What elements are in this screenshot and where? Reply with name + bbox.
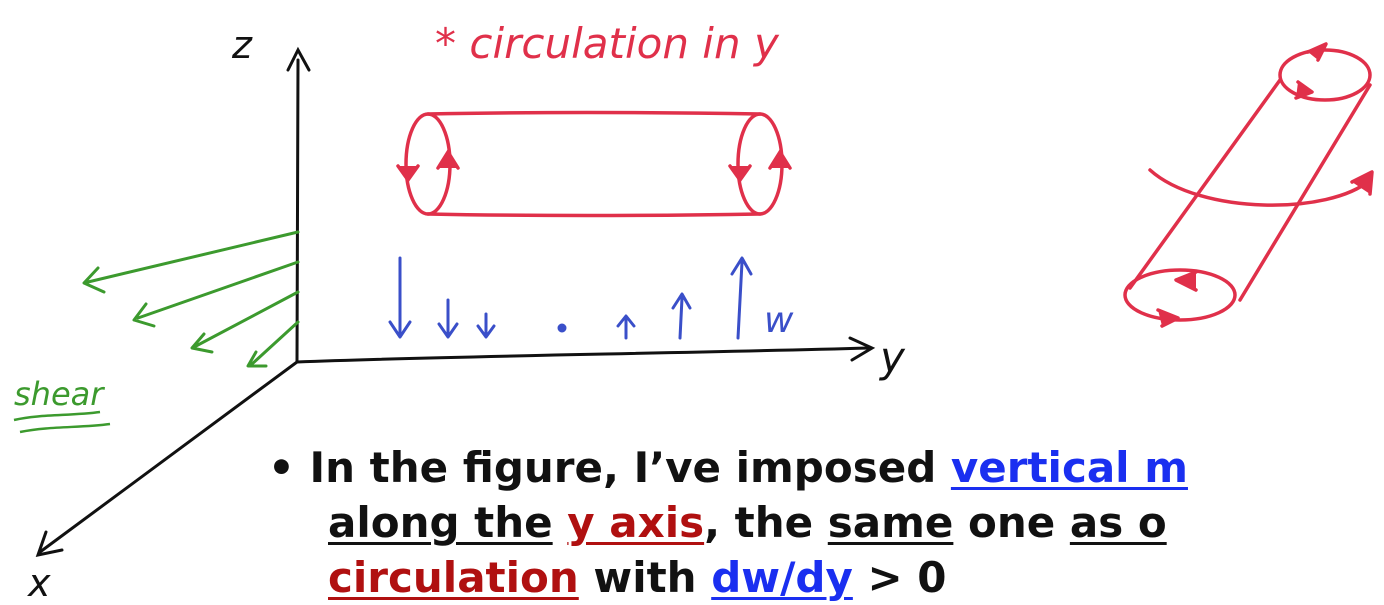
circulation-note: * circulation in y bbox=[435, 19, 780, 68]
w-label: w bbox=[764, 300, 794, 341]
tilted-tube-top-end bbox=[1278, 48, 1372, 102]
greater-than-zero-text: > 0 bbox=[852, 553, 947, 602]
as-o-text: as o bbox=[1069, 498, 1167, 547]
w-up-arrow-large bbox=[730, 256, 753, 340]
tilted-tube-bottom-end bbox=[1123, 268, 1237, 322]
x-axis-line bbox=[38, 360, 299, 554]
tilted-tube bbox=[1123, 42, 1374, 328]
y-axis-link[interactable]: y axis bbox=[567, 498, 705, 547]
tilted-bottom-arrow-right-icon bbox=[1156, 308, 1180, 328]
vertical-motion-arrows bbox=[388, 256, 753, 340]
right-arrow-up-icon bbox=[768, 148, 792, 170]
shear-label: shear bbox=[14, 375, 105, 413]
along-the-text: along the bbox=[328, 498, 553, 547]
the-text: , the bbox=[704, 498, 828, 547]
x-axis-arrowhead bbox=[35, 530, 64, 558]
left-arrow-up-icon bbox=[436, 148, 460, 170]
y-axis-label: y bbox=[878, 333, 906, 382]
axes bbox=[35, 46, 876, 558]
shear-underline bbox=[13, 410, 111, 434]
bullet-text: • In the figure, I’ve imposed vertical m… bbox=[268, 440, 1384, 605]
tube-top-edge bbox=[426, 110, 762, 116]
x-axis-label: x bbox=[27, 561, 51, 601]
vertical-motion-link[interactable]: vertical m bbox=[950, 443, 1188, 492]
w-down-arrow-large bbox=[388, 256, 412, 339]
z-axis-arrowhead bbox=[286, 46, 311, 72]
bullet-line-1: • In the figure, I’ve imposed vertical m bbox=[268, 440, 1384, 495]
circulation-tube bbox=[396, 110, 792, 218]
shear-arrow-1 bbox=[82, 230, 300, 294]
right-arrow-down-icon bbox=[728, 164, 752, 184]
w-up-arrow-medium bbox=[671, 292, 692, 340]
shear-arrow-4 bbox=[246, 320, 300, 368]
one-text: one bbox=[953, 498, 1070, 547]
tilted-top-arrow-icon bbox=[1306, 42, 1328, 62]
w-zero-dot bbox=[557, 323, 567, 333]
tube-bottom-edge bbox=[426, 212, 762, 218]
z-axis-label: z bbox=[231, 23, 253, 67]
w-down-arrow-small bbox=[476, 312, 496, 339]
same-text: same bbox=[827, 498, 954, 547]
left-arrow-down-icon bbox=[396, 164, 420, 184]
z-axis-line bbox=[295, 58, 300, 364]
tilted-tube-right-edge bbox=[1238, 83, 1372, 302]
shear-arrow-2 bbox=[132, 260, 300, 328]
circulation-text: circulation bbox=[328, 553, 579, 602]
y-axis-arrowhead bbox=[848, 336, 876, 362]
tilted-right-arrow-icon bbox=[1294, 80, 1314, 100]
with-text: with bbox=[578, 553, 712, 602]
tilted-tube-left-edge bbox=[1128, 78, 1282, 290]
dw-dy-text: dw/dy bbox=[711, 553, 853, 602]
y-axis-line bbox=[295, 346, 872, 364]
w-down-arrow-medium bbox=[437, 298, 459, 339]
space-text bbox=[553, 498, 568, 547]
shear-arrows bbox=[82, 230, 300, 368]
bullet-line-1-prefix: • In the figure, I’ve imposed bbox=[268, 443, 951, 492]
tilted-bottom-arrow-left-icon bbox=[1174, 270, 1198, 292]
shear-arrow-3 bbox=[190, 290, 300, 354]
tilted-swirl bbox=[1148, 168, 1372, 207]
bullet-line-2: along the y axis, the same one as o bbox=[268, 495, 1384, 550]
tilted-swirl-arrow-icon bbox=[1350, 170, 1374, 196]
w-up-arrow-small bbox=[616, 314, 636, 340]
bullet-line-3: circulation with dw/dy > 0 bbox=[268, 550, 1384, 605]
